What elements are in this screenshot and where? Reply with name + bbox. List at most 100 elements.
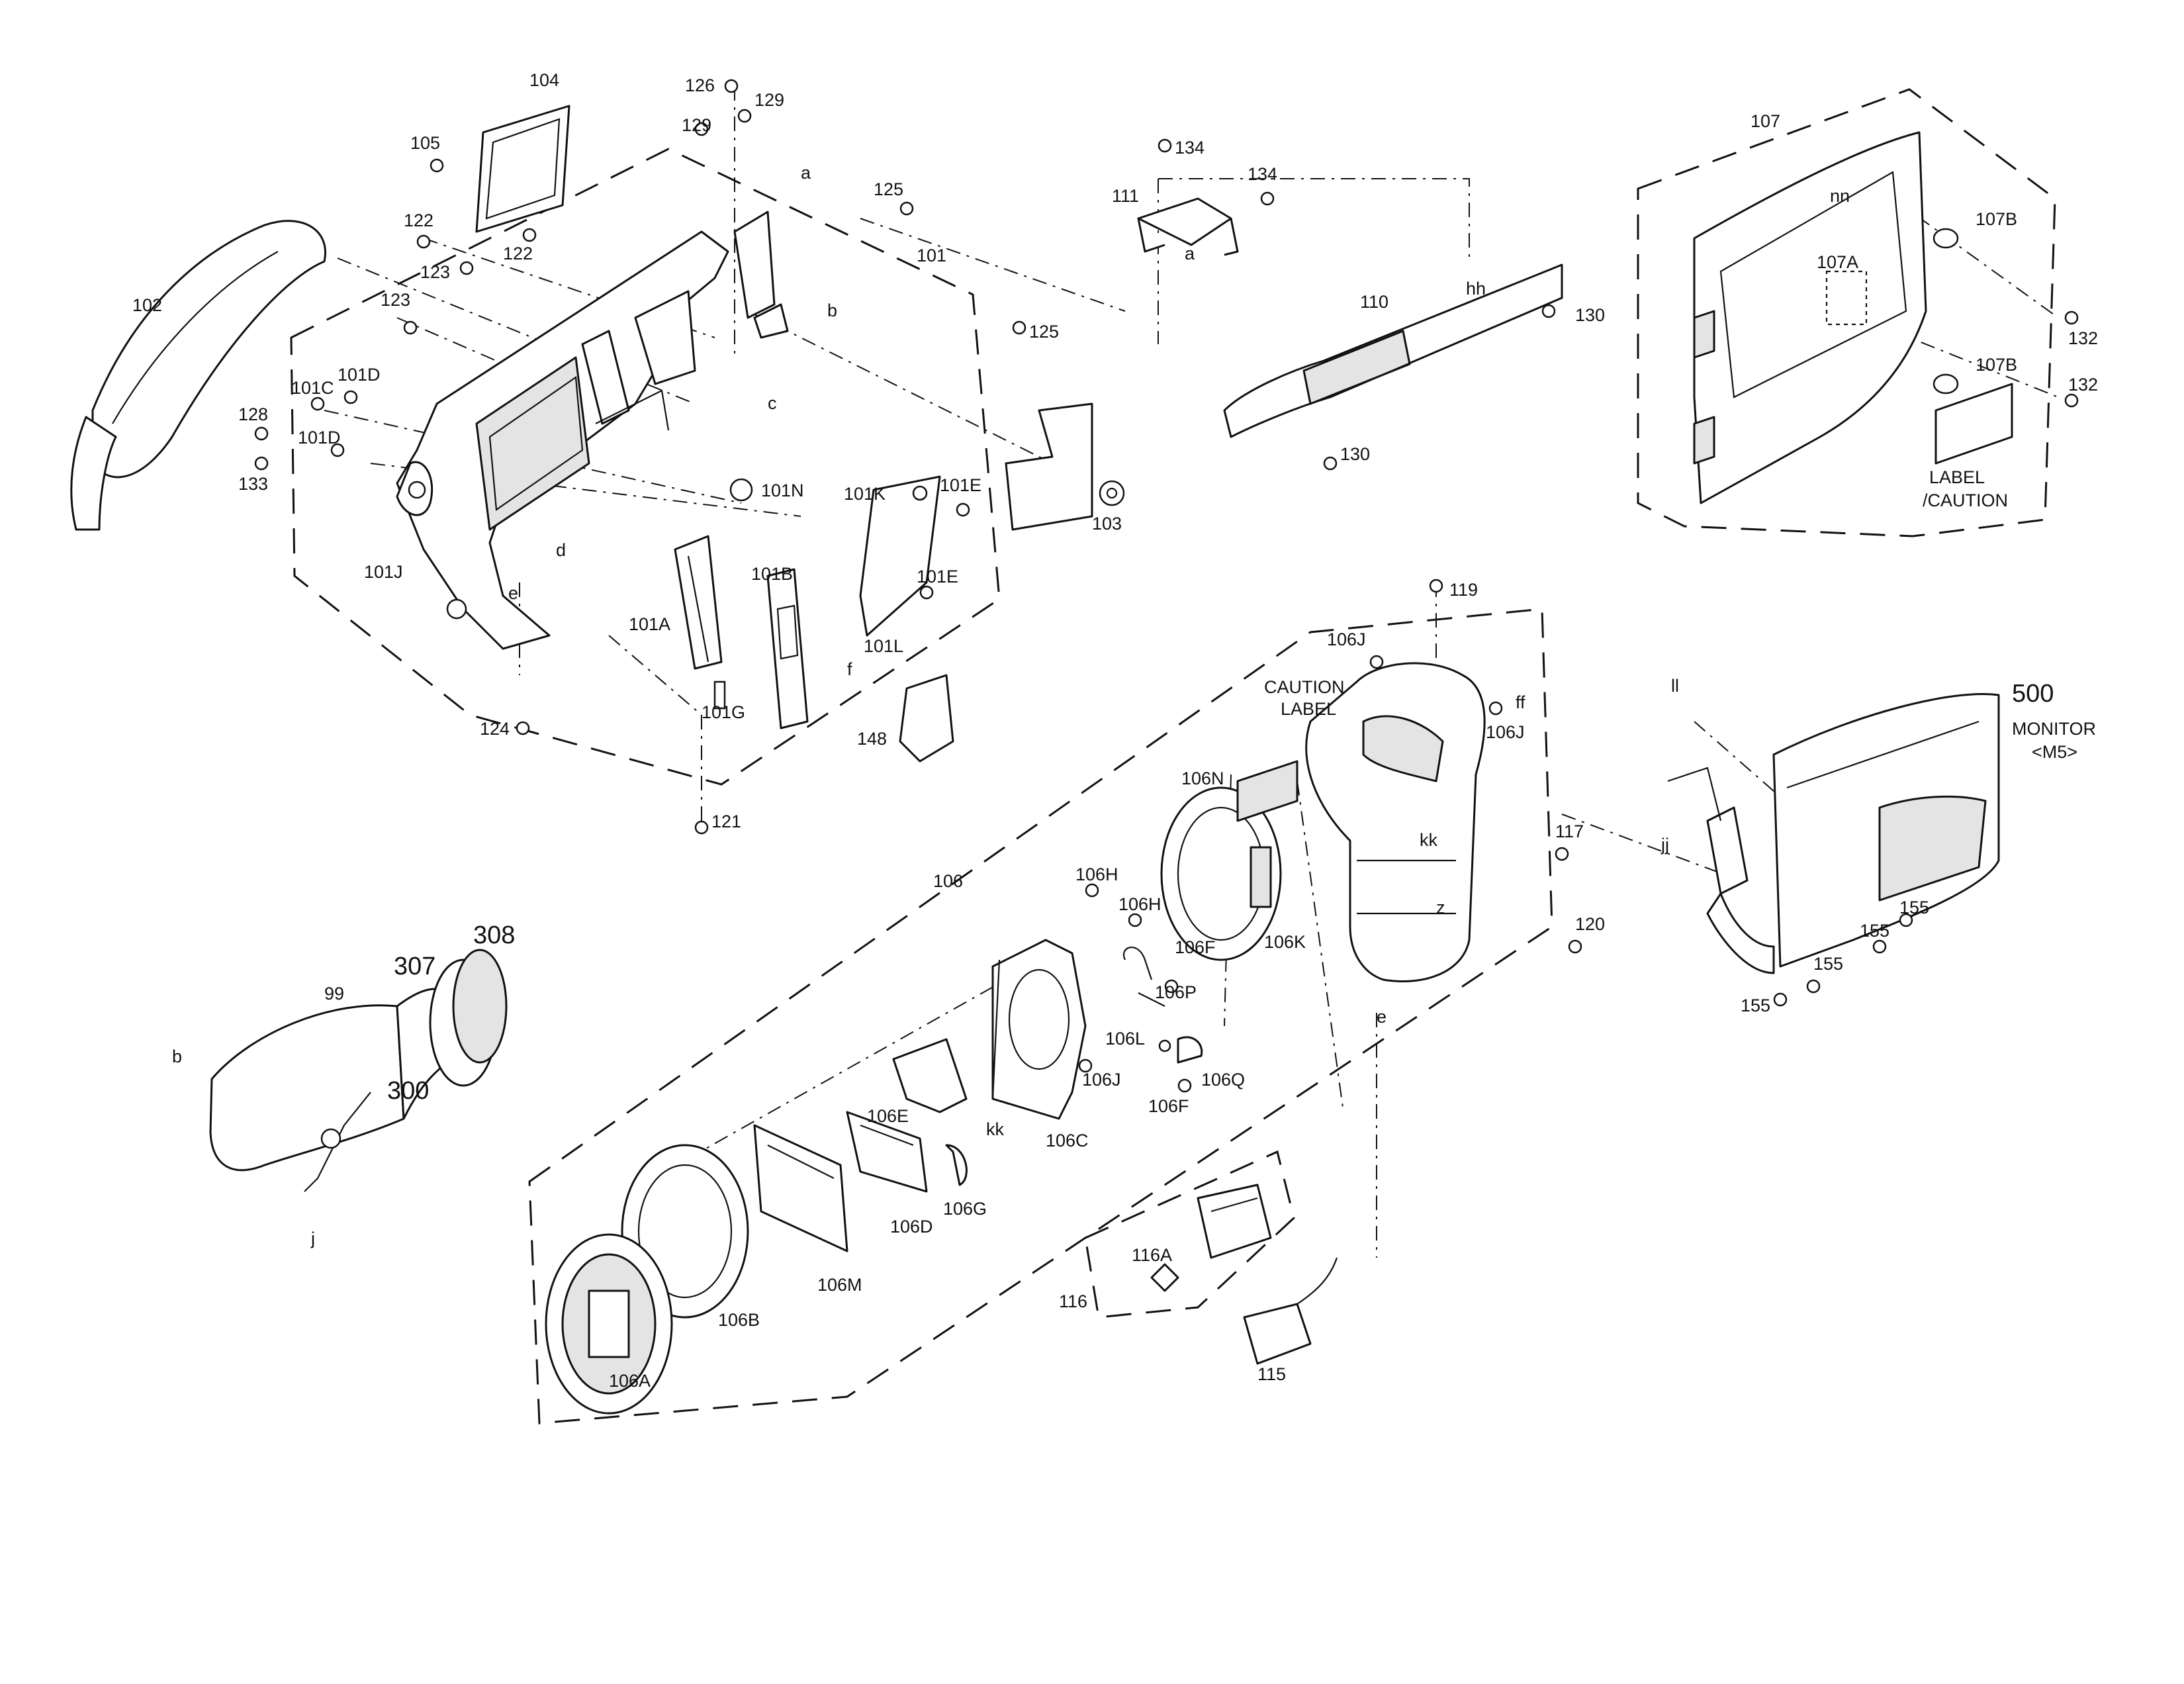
label-101g: 101G xyxy=(702,702,745,722)
label-101: 101 xyxy=(917,246,946,265)
label-134-a: 134 xyxy=(1175,138,1205,158)
label-101d-b: 101D xyxy=(298,428,341,447)
label-500: 500 xyxy=(2012,680,2054,708)
label-101b: 101B xyxy=(751,564,793,584)
label-106: 106 xyxy=(933,871,963,891)
label-111: 111 xyxy=(1112,186,1139,206)
label-107: 107 xyxy=(1751,111,1780,131)
label-d-mid: d xyxy=(556,540,566,560)
label-101e-a: 101E xyxy=(940,475,981,495)
boundary-106-group xyxy=(528,608,1553,1425)
label-130-b: 130 xyxy=(1340,444,1370,464)
label-e-left: e xyxy=(508,583,518,603)
label-106k: 106K xyxy=(1264,932,1306,952)
label-monitor-1: MONITOR xyxy=(2012,719,2096,739)
label-101l: 101L xyxy=(864,636,903,656)
assembly-boundaries xyxy=(290,88,2056,1425)
badge-106n xyxy=(1236,760,1298,822)
boundary-107-group xyxy=(1637,88,2056,538)
label-130-a: 130 xyxy=(1575,305,1605,325)
hand-strap-102 xyxy=(70,220,326,531)
label-106e: 106E xyxy=(867,1106,909,1126)
label-monitor-2: <M5> xyxy=(2032,742,2077,762)
label-caution-1: CAUTION xyxy=(1264,677,1345,697)
small-parts-106 xyxy=(1123,947,1203,1064)
label-134-b: 134 xyxy=(1248,164,1277,184)
label-101k: 101K xyxy=(844,484,886,504)
label-106c: 106C xyxy=(1046,1131,1089,1150)
label-99: 99 xyxy=(324,984,344,1004)
part-labels: 102 104 105 126 129 129 a 125 101 122 12… xyxy=(132,70,2098,1391)
label-e-right: e xyxy=(1377,1007,1387,1027)
label-nn: nn xyxy=(1830,186,1850,206)
screws xyxy=(254,79,2079,1093)
label-110: 110 xyxy=(1360,292,1388,312)
label-106j-c: 106J xyxy=(1082,1070,1121,1090)
label-106h-a: 106H xyxy=(1075,865,1118,884)
label-101d-a: 101D xyxy=(338,365,381,385)
label-107b-b: 107B xyxy=(1976,355,2017,375)
label-107b-a: 107B xyxy=(1976,209,2017,229)
top-cover-110 xyxy=(1223,263,1563,438)
label-101n: 101N xyxy=(761,481,804,500)
label-ll: ll xyxy=(1671,676,1679,696)
bracket-111 xyxy=(1137,197,1239,256)
label-132-b: 132 xyxy=(2068,375,2098,395)
label-106b: 106B xyxy=(718,1310,760,1330)
label-106a: 106A xyxy=(609,1371,651,1391)
label-b-top: b xyxy=(827,301,837,320)
label-101e-b: 101E xyxy=(917,567,958,586)
panel-104 xyxy=(475,105,570,233)
monitor-500 xyxy=(1667,692,2000,974)
front-housing-106 xyxy=(1305,662,1486,982)
label-106l: 106L xyxy=(1105,1029,1145,1049)
label-122-b: 122 xyxy=(503,244,533,263)
label-a-111: a xyxy=(1185,244,1195,263)
boundary-116-group xyxy=(1084,1150,1295,1319)
bracket-103 xyxy=(1005,402,1125,531)
label-106g: 106G xyxy=(943,1199,987,1219)
label-b-vf: b xyxy=(172,1047,182,1066)
sub-parts-101 xyxy=(674,475,954,763)
label-106f-a: 106F xyxy=(1175,937,1216,957)
label-155-c: 155 xyxy=(1813,954,1843,974)
label-hh: hh xyxy=(1466,279,1486,299)
label-104: 104 xyxy=(529,70,559,90)
label-106f-b: 106F xyxy=(1148,1096,1189,1116)
viewfinder-300 xyxy=(209,949,508,1192)
lens-subparts-106 xyxy=(753,1038,968,1252)
label-120: 120 xyxy=(1575,914,1605,934)
ring-106k xyxy=(1160,786,1282,961)
label-101j: 101J xyxy=(364,562,403,582)
label-label-caution-2: /CAUTION xyxy=(1923,491,2008,510)
label-116: 116 xyxy=(1059,1291,1087,1311)
label-106m: 106M xyxy=(817,1275,862,1295)
main-frame-101 xyxy=(396,230,729,650)
label-155-a: 155 xyxy=(1899,898,1929,917)
side-cover-107 xyxy=(1693,131,2013,504)
label-106q: 106Q xyxy=(1201,1070,1245,1090)
label-148: 148 xyxy=(857,729,887,749)
label-106j-b: 106J xyxy=(1486,722,1525,742)
label-j-vf: j xyxy=(310,1229,315,1248)
lens-rings-106ab xyxy=(545,1144,749,1415)
label-label-caution-1: LABEL xyxy=(1929,467,1985,487)
label-a-top: a xyxy=(801,163,811,183)
label-106p: 106P xyxy=(1155,982,1197,1002)
label-101a: 101A xyxy=(629,614,670,634)
boundary-101-group xyxy=(290,148,1001,786)
label-107a: 107A xyxy=(1817,252,1858,272)
label-106d: 106D xyxy=(890,1217,933,1237)
label-caution-2: LABEL xyxy=(1281,699,1336,719)
label-155-b: 155 xyxy=(1860,921,1889,941)
label-125-a: 125 xyxy=(874,179,903,199)
label-102: 102 xyxy=(132,295,162,315)
label-133: 133 xyxy=(238,474,268,494)
label-101c: 101C xyxy=(291,378,334,398)
label-119: 119 xyxy=(1449,580,1478,600)
label-128: 128 xyxy=(238,404,268,424)
label-jj: jj xyxy=(1661,835,1669,855)
lens-holder-106c xyxy=(991,939,1087,1120)
label-123-b: 123 xyxy=(381,290,410,310)
